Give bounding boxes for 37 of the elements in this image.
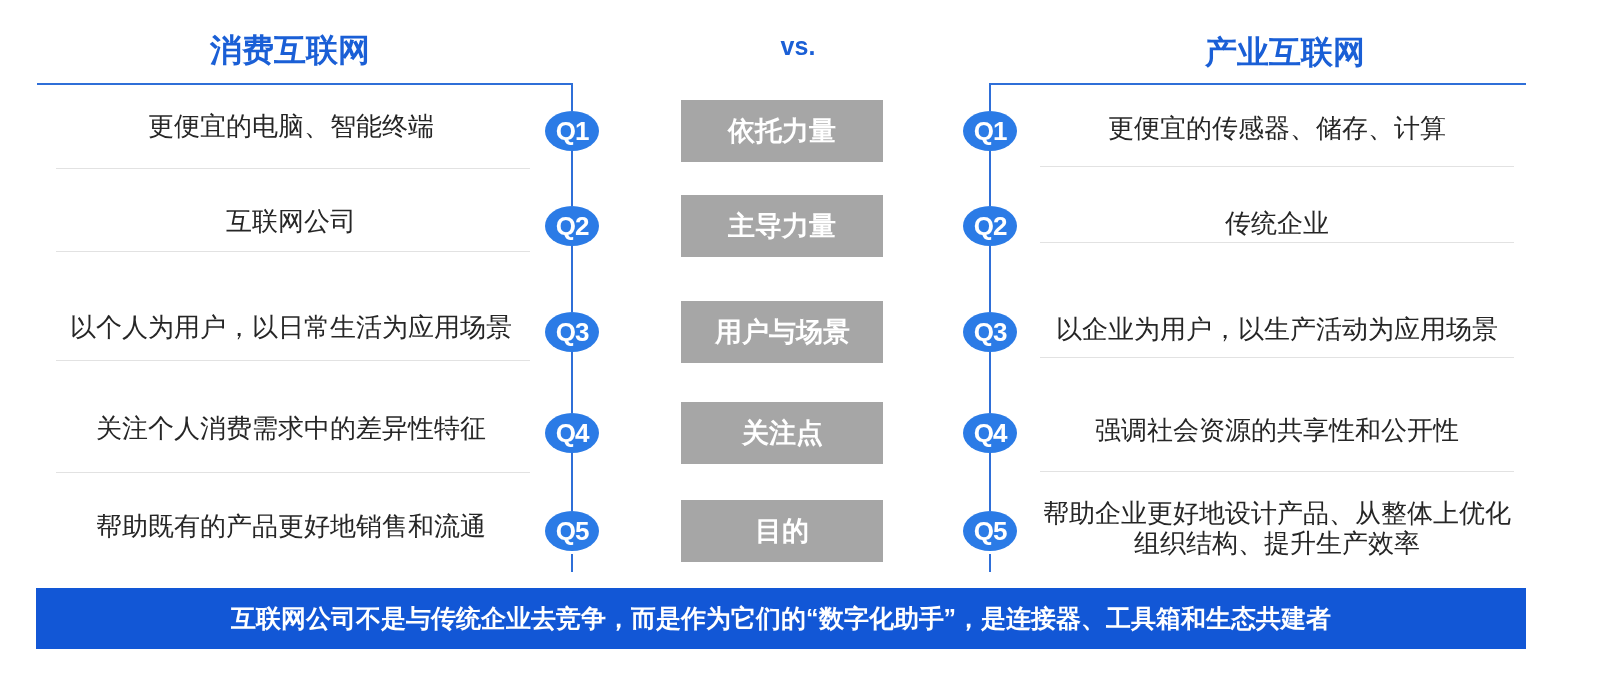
summary-banner: 互联网公司不是与传统企业去竞争，而是作为它们的“数字化助手”，是连接器、工具箱和生态共建者 [36, 587, 1526, 649]
step-badge: Q4 [545, 413, 599, 453]
step-badge: Q3 [963, 312, 1017, 352]
vs-label: vs. [780, 31, 816, 61]
step-badge: Q4 [963, 413, 1017, 453]
step-badge: Q3 [545, 312, 599, 352]
step-badge: Q2 [545, 206, 599, 246]
connector-line [989, 245, 991, 313]
connector-line [571, 150, 573, 207]
comparison-text: 更便宜的传感器、储存、计算 [1108, 113, 1446, 143]
connector-line [571, 245, 573, 313]
step-badge: Q1 [545, 111, 599, 151]
comparison-text: 传统企业 [1225, 208, 1329, 238]
comparison-text: 强调社会资源的共享性和公开性 [1095, 415, 1459, 445]
step-badge: Q5 [963, 511, 1017, 551]
comparison-text: 帮助企业更好地设计产品、从整体上优化组织结构、提升生产效率 [1042, 498, 1512, 558]
step-badge: Q1 [963, 111, 1017, 151]
comparison-text: 互联网公司 [226, 206, 356, 236]
comparison-text: 更便宜的电脑、智能终端 [148, 111, 434, 141]
comparison-text: 帮助既有的产品更好地销售和流通 [96, 511, 486, 541]
step-badge: Q2 [963, 206, 1017, 246]
comparison-text: 以企业为用户，以生产活动为应用场景 [1056, 314, 1498, 344]
category-box: 用户与场景 [681, 301, 883, 363]
category-box: 主导力量 [681, 195, 883, 257]
step-badge: Q5 [545, 511, 599, 551]
connector-line [989, 150, 991, 207]
comparison-text: 以个人为用户，以日常生活为应用场景 [70, 312, 512, 342]
category-box: 目的 [681, 500, 883, 562]
connector-line [571, 351, 573, 414]
connector-line [989, 452, 991, 512]
category-box: 依托力量 [681, 100, 883, 162]
column-heading: 消费互联网 [210, 35, 370, 65]
connector-line [571, 452, 573, 512]
category-box: 关注点 [681, 402, 883, 464]
comparison-text: 关注个人消费需求中的差异性特征 [96, 413, 486, 443]
connector-line [989, 351, 991, 414]
column-heading: 产业互联网 [1205, 37, 1365, 67]
